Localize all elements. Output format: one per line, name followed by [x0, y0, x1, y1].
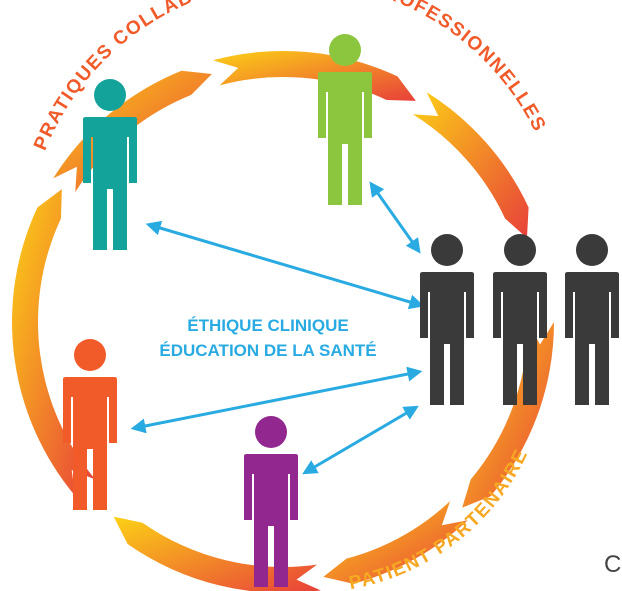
- person-icon-teal: [83, 79, 137, 250]
- double-arrow-icon: [145, 220, 425, 310]
- double-arrow-icon: [369, 181, 421, 254]
- center-label-clinical-ethics: ÉTHIQUE CLINIQUE: [187, 316, 349, 335]
- corner-letter: C: [604, 551, 621, 578]
- double-arrow-icon: [130, 366, 423, 434]
- ring-arrow-segment: [212, 51, 416, 101]
- double-arrow-icon: [302, 405, 419, 475]
- ring-arrow-segment: [53, 70, 212, 193]
- person-icon-purple: [244, 416, 298, 587]
- people-group: [63, 34, 619, 587]
- connection-arrows: [130, 181, 425, 475]
- center-label-health-education: ÉDUCATION DE LA SANTÉ: [159, 341, 376, 360]
- ring-arrow-segment: [412, 92, 529, 239]
- ring-arrow-segment: [11, 189, 96, 497]
- person-icon-green: [318, 34, 372, 205]
- center-label: ÉTHIQUE CLINIQUE ÉDUCATION DE LA SANTÉ: [159, 316, 376, 360]
- person-icon-dark-2: [493, 234, 547, 405]
- person-icon-dark-1: [420, 234, 474, 405]
- ring-arrow-segment: [113, 516, 321, 591]
- person-icon-orange: [63, 339, 117, 510]
- person-icon-dark-3: [565, 234, 619, 405]
- ring-arrow-segment: [323, 501, 468, 584]
